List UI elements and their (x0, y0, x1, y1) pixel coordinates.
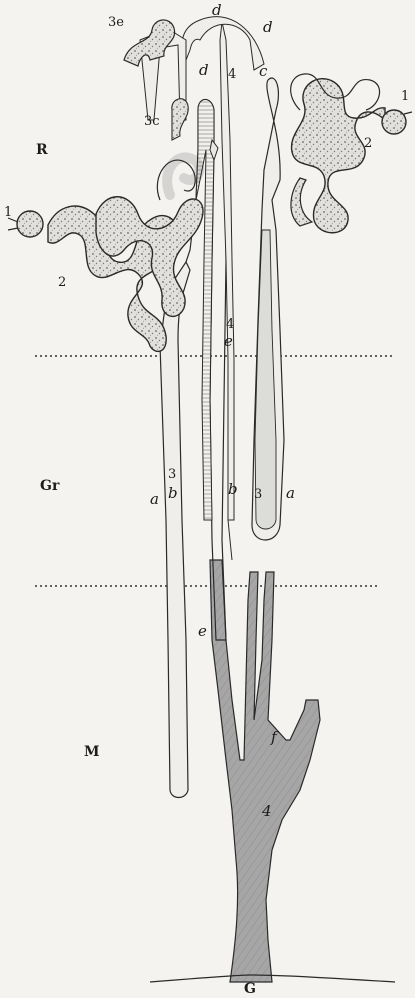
label-4-top: 4 (228, 68, 236, 81)
label-a-left: a (150, 492, 159, 507)
proximal-convolution-left (48, 157, 203, 351)
label-b-right: b (228, 482, 238, 497)
zone-label-r: R (36, 143, 48, 157)
label-f: f (271, 730, 277, 745)
label-3-right: 3 (254, 488, 262, 501)
label-d-top: d (212, 3, 222, 18)
label-3-left: 3 (168, 468, 176, 481)
label-1-left: 1 (4, 206, 12, 219)
label-d-topright: d (263, 20, 273, 35)
label-3c: 3c (144, 115, 160, 128)
label-b-left: b (168, 486, 178, 501)
figure-label-g: G (244, 982, 256, 996)
zone-label-m: M (84, 745, 100, 759)
label-4-mid: 4 (226, 318, 234, 331)
glomerulus-right (382, 110, 412, 134)
label-e-low: e (198, 624, 207, 639)
label-a-right: a (286, 486, 295, 501)
label-2-left: 2 (58, 276, 66, 289)
loop-of-henle-short (252, 78, 284, 540)
label-2-right: 2 (364, 137, 372, 150)
label-e-mid: e (224, 334, 233, 349)
glomerulus-left (8, 211, 43, 237)
proximal-convolution-right (291, 74, 385, 233)
label-3e: 3e (108, 16, 124, 29)
label-c: c (259, 64, 267, 79)
label-d-mid: d (199, 63, 209, 78)
zone-label-gr: Gr (40, 479, 59, 493)
label-1-right: 1 (401, 90, 409, 103)
label-4-low: 4 (262, 804, 272, 819)
